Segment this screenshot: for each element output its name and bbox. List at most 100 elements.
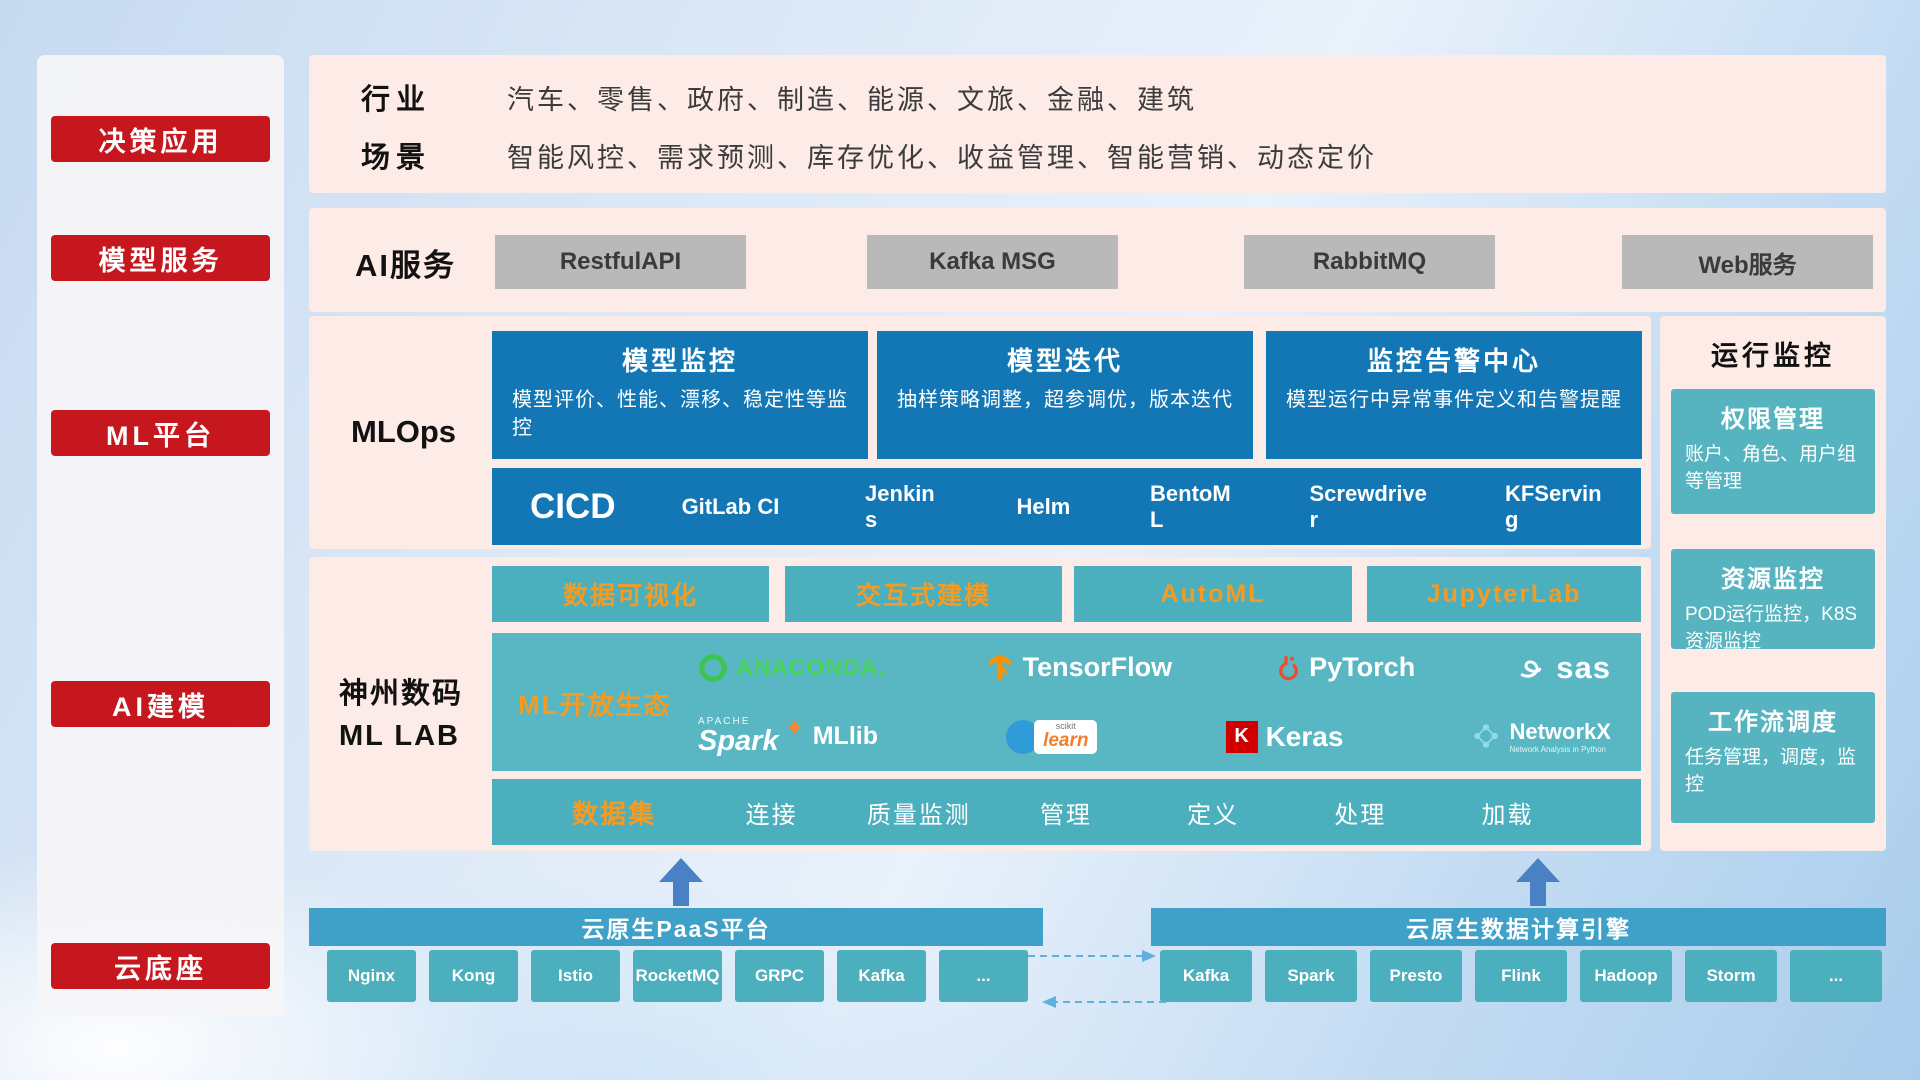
sidebar-item-ai-modeling[interactable]: AI建模 [51, 681, 270, 727]
chip-flink[interactable]: Flink [1475, 950, 1567, 1002]
service-chip-web[interactable]: Web服务 [1622, 235, 1873, 289]
keras-logo: K Keras [1225, 720, 1344, 753]
scikit-learn-logo: scikit learn [1006, 719, 1098, 754]
card-desc: 模型评价、性能、漂移、稳定性等监控 [512, 389, 848, 439]
card-title: 资源监控 [1721, 566, 1825, 593]
tensorflow-logo: TensorFlow [985, 652, 1173, 683]
ops-monitor-title: 运行监控 [1711, 341, 1835, 371]
sidebar-item-model-service[interactable]: 模型服务 [51, 235, 270, 281]
scikit-learn-badge: scikit learn [1034, 719, 1098, 754]
chip-kafka[interactable]: Kafka [837, 950, 926, 1002]
cicd-items: GitLab CI Jenkins Helm BentoML Screwdriv… [682, 481, 1603, 532]
dataset-bar: 数据集 连接 质量监测 管理 定义 处理 加载 [492, 779, 1641, 845]
service-chip-rabbitmq[interactable]: RabbitMQ [1244, 235, 1495, 289]
chip-storm[interactable]: Storm [1685, 950, 1777, 1002]
dataset-label: 数据集 [572, 798, 657, 829]
chip-presto[interactable]: Presto [1370, 950, 1462, 1002]
card-title: 权限管理 [1721, 406, 1825, 433]
chip-rocketmq[interactable]: RocketMQ [633, 950, 722, 1002]
chip-more-engine[interactable]: ... [1790, 950, 1882, 1002]
tensorflow-wordmark: TensorFlow [1022, 652, 1173, 682]
card-resource-monitoring: 资源监控 POD运行监控，K8S资源监控 [1671, 549, 1875, 652]
ai-service-row: AI服务 RestfulAPI Kafka MSG RabbitMQ Web服务 [309, 208, 1886, 312]
scene-label: 场景 [361, 142, 432, 174]
card-permission-management: 权限管理 账户、角色、用户组等管理 [1671, 389, 1875, 514]
arrow-stem [673, 882, 689, 906]
tool-button-automl[interactable]: AutoML [1074, 566, 1352, 622]
mlops-label: MLOps [351, 414, 457, 449]
dataset-item-manage: 管理 [1039, 801, 1092, 829]
arrow-head [659, 858, 703, 882]
chip-more-paas[interactable]: ... [939, 950, 1028, 1002]
dataset-item-quality: 质量监测 [866, 801, 971, 829]
pytorch-wordmark: PyTorch [1309, 652, 1416, 682]
card-model-monitoring: 模型监控 模型评价、性能、漂移、稳定性等监控 [492, 331, 868, 459]
card-desc: POD运行监控，K8S资源监控 [1685, 604, 1858, 652]
arrow-head [1516, 858, 1560, 882]
service-chip-restfulapi[interactable]: RestfulAPI [495, 235, 746, 289]
tensorflow-icon [988, 653, 1011, 680]
sidebar-item-ml-platform[interactable]: ML平台 [51, 410, 270, 456]
scene-line: 场景 智能风控、需求预测、库存优化、收益管理、智能营销、动态定价 [361, 135, 1377, 175]
sas-wordmark: sas [1556, 649, 1611, 685]
up-arrow-engine [1516, 858, 1560, 906]
chip-istio[interactable]: Istio [531, 950, 620, 1002]
anaconda-icon [699, 653, 727, 682]
service-chip-kafka-msg[interactable]: Kafka MSG [867, 235, 1118, 289]
networkx-text: NetworkX [1509, 719, 1611, 745]
card-title: 模型监控 [621, 346, 738, 376]
mllib-label: MLlib [812, 722, 878, 750]
chip-spark[interactable]: Spark [1265, 950, 1357, 1002]
spark-wordmark: APACHE Spark [698, 717, 779, 756]
card-desc: 模型运行中异常事件定义和告警提醒 [1286, 389, 1622, 411]
spark-star-icon: ✦ [784, 715, 805, 742]
ml-lab-label: 神州数码 ML LAB [339, 673, 463, 757]
spark-text: Spark [698, 725, 779, 757]
card-title: 工作流调度 [1708, 709, 1838, 736]
ml-lab-label-line2: ML LAB [339, 720, 461, 753]
card-title: 监控告警中心 [1366, 346, 1541, 376]
ai-service-label: AI服务 [355, 248, 456, 283]
sas-logo: sas [1514, 650, 1611, 686]
sidebar-item-cloud-base[interactable]: 云底座 [51, 943, 270, 989]
arrow-stem [1530, 882, 1546, 906]
networkx-wordmark: NetworkX Network Analysis in Python [1509, 719, 1610, 753]
dataset-item-process: 处理 [1334, 801, 1387, 829]
industry-line: 行业 汽车、零售、政府、制造、能源、文旅、金融、建筑 [361, 77, 1197, 117]
card-desc: 账户、角色、用户组等管理 [1685, 444, 1857, 492]
dataset-item-load: 加载 [1481, 801, 1534, 829]
cicd-bar: CICD GitLab CI Jenkins Helm BentoML Scre… [492, 468, 1641, 545]
cicd-item-kfserving: KFServing [1504, 481, 1602, 532]
cicd-item-gitlab-ci: GitLab CI [681, 493, 780, 519]
anaconda-wordmark: ANACONDA. [736, 654, 886, 680]
networkx-logo: NetworkX Network Analysis in Python [1471, 719, 1611, 754]
tool-button-data-visualization[interactable]: 数据可视化 [492, 566, 769, 622]
ml-lab-label-line1: 神州数码 [339, 678, 464, 710]
paas-chip-row: Nginx Kong Istio RocketMQ GRPC Kafka ... [327, 950, 1028, 1002]
eco-logo-row-1: ANACONDA. TensorFlow PyTorch sas [698, 633, 1641, 702]
ml-lab-row: 神州数码 ML LAB 数据可视化 交互式建模 AutoML JupyterLa… [309, 557, 1651, 851]
keras-icon: K [1225, 720, 1258, 753]
sidebar-item-decision-apps[interactable]: 决策应用 [51, 116, 270, 162]
chip-kong[interactable]: Kong [429, 950, 518, 1002]
chip-hadoop[interactable]: Hadoop [1580, 950, 1672, 1002]
industry-label: 行业 [361, 84, 432, 116]
apache-caption: APACHE [698, 716, 751, 727]
card-model-iteration: 模型迭代 抽样策略调整，超参调优，版本迭代 [877, 331, 1253, 459]
up-arrow-paas [659, 858, 703, 906]
dataset-item-define: 定义 [1187, 801, 1240, 829]
left-sidebar: 决策应用 模型服务 ML平台 AI建模 云底座 [37, 55, 284, 1016]
sas-icon [1521, 659, 1542, 678]
cicd-item-bentoml: BentoML [1150, 481, 1231, 532]
chip-kafka-engine[interactable]: Kafka [1160, 950, 1252, 1002]
scene-value: 智能风控、需求预测、库存优化、收益管理、智能营销、动态定价 [507, 142, 1377, 173]
eco-label: ML开放生态 [518, 690, 672, 720]
keras-wordmark: Keras [1265, 720, 1344, 752]
tool-button-jupyterlab[interactable]: JupyterLab [1367, 566, 1641, 622]
chip-nginx[interactable]: Nginx [327, 950, 416, 1002]
anaconda-logo: ANACONDA. [698, 653, 886, 683]
tool-button-interactive-modeling[interactable]: 交互式建模 [785, 566, 1062, 622]
chip-grpc[interactable]: GRPC [735, 950, 824, 1002]
eco-logo-row-2: APACHE Spark ✦ MLlib scikit learn [698, 702, 1641, 771]
